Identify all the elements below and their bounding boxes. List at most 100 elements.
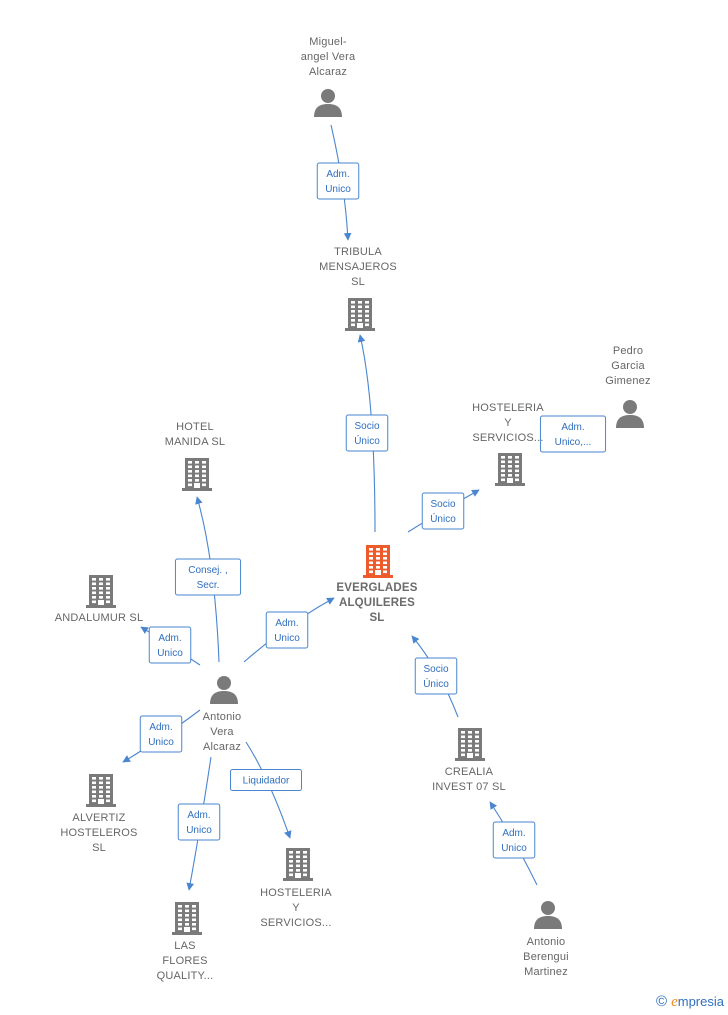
building-window bbox=[195, 470, 199, 473]
building-window bbox=[468, 744, 472, 748]
building-window bbox=[358, 305, 362, 309]
building-window bbox=[303, 869, 307, 872]
building-window bbox=[99, 582, 103, 586]
building-window bbox=[461, 740, 465, 743]
building-window bbox=[192, 905, 196, 908]
building-door bbox=[295, 873, 301, 878]
building-window bbox=[461, 749, 465, 752]
building-window bbox=[501, 474, 505, 477]
edge-label-box[interactable]: Consej. ,Secr. bbox=[174, 558, 242, 596]
building-window bbox=[296, 855, 300, 859]
building-base bbox=[283, 878, 313, 881]
building-door bbox=[98, 799, 104, 804]
edge-label-box[interactable]: Adm.Unico bbox=[316, 162, 360, 200]
building-window bbox=[92, 781, 96, 785]
building-window bbox=[358, 314, 362, 318]
building-window bbox=[195, 474, 199, 478]
building-window bbox=[501, 456, 505, 459]
building-window bbox=[515, 460, 519, 464]
person-body bbox=[314, 104, 342, 117]
edge-label-box[interactable]: Liquidador bbox=[230, 769, 302, 791]
person-icon bbox=[314, 89, 342, 117]
edge-label-text: Adm. bbox=[149, 722, 172, 733]
edge-label-frame bbox=[316, 162, 360, 200]
edge-label-box[interactable]: Adm.Unico bbox=[265, 611, 309, 649]
edge-label-text: Secr. bbox=[197, 580, 220, 591]
edge-label-frame bbox=[492, 821, 536, 859]
edge-label-box[interactable]: Adm.Unico bbox=[139, 715, 183, 753]
building-window bbox=[475, 731, 479, 734]
edge-antonio_vera-to-everglades: Adm.Unico bbox=[243, 597, 335, 663]
node-label: ANDALUMUR SL bbox=[55, 612, 144, 624]
building-window bbox=[188, 465, 192, 469]
edges-layer: Adm.UnicoSocioÚnicoAdm.Unico,...SocioÚni… bbox=[122, 124, 607, 891]
brand-logo-text: mpresia bbox=[677, 994, 724, 1009]
edge-label-box[interactable]: Adm.Unico bbox=[177, 803, 221, 841]
building-window bbox=[106, 582, 110, 586]
edge-antonio_vera-to-hosteleria2: Liquidador bbox=[230, 741, 302, 839]
building-door bbox=[467, 753, 473, 758]
building-window bbox=[351, 319, 355, 322]
building-window bbox=[99, 578, 103, 581]
building-window bbox=[188, 461, 192, 464]
brand-logo-e: e bbox=[671, 994, 678, 1010]
building-window bbox=[376, 548, 380, 551]
node-hosteleria2[interactable]: HOSTELERIAYSERVICIOS... bbox=[260, 848, 332, 929]
building-window bbox=[296, 869, 300, 872]
building-window bbox=[383, 561, 387, 565]
building-window bbox=[92, 591, 96, 595]
building-window bbox=[195, 479, 199, 482]
node-andalumur[interactable]: ANDALUMUR SL bbox=[55, 575, 144, 624]
person-head bbox=[623, 400, 637, 414]
building-base bbox=[86, 804, 116, 807]
building-window bbox=[92, 600, 96, 604]
building-window bbox=[508, 460, 512, 464]
building-window bbox=[515, 474, 519, 477]
person-body bbox=[534, 916, 562, 929]
edge-label-box[interactable]: Adm.Unico,... bbox=[539, 415, 607, 453]
node-label: Gimenez bbox=[605, 375, 650, 387]
node-las-flores[interactable]: LASFLORESQUALITY... bbox=[157, 902, 214, 982]
building-window bbox=[365, 301, 369, 304]
node-label: Antonio bbox=[527, 936, 566, 948]
node-label: LAS bbox=[174, 940, 195, 952]
building-window bbox=[192, 927, 196, 931]
edge-label-text: Socio bbox=[423, 664, 448, 675]
node-label: SL bbox=[92, 842, 106, 854]
building-icon bbox=[363, 545, 393, 578]
edge-label-frame bbox=[265, 611, 309, 649]
building-window bbox=[303, 851, 307, 854]
building-window bbox=[508, 456, 512, 459]
building-window bbox=[192, 909, 196, 913]
edge-label-text: Adm. bbox=[158, 633, 181, 644]
building-window bbox=[106, 790, 110, 794]
edge-label-box[interactable]: Adm.Unico bbox=[492, 821, 536, 859]
building-window bbox=[202, 483, 206, 487]
node-label: Garcia bbox=[611, 360, 645, 372]
edge-label-box[interactable]: Adm.Unico bbox=[148, 626, 192, 664]
building-base bbox=[345, 328, 375, 331]
building-window bbox=[303, 860, 307, 863]
node-label: HOSTELERIA bbox=[260, 887, 332, 899]
building-window bbox=[515, 469, 519, 473]
building-icon bbox=[172, 902, 202, 935]
node-label: Antonio bbox=[203, 711, 242, 723]
node-label: Martinez bbox=[524, 966, 568, 978]
building-window bbox=[99, 786, 103, 789]
building-window bbox=[365, 305, 369, 309]
building-door bbox=[357, 323, 363, 328]
node-hosteleria1[interactable]: HOSTELERIAYSERVICIOS... bbox=[472, 402, 544, 486]
edge-antonio_vera-to-andalumur: Adm.Unico bbox=[140, 626, 201, 666]
